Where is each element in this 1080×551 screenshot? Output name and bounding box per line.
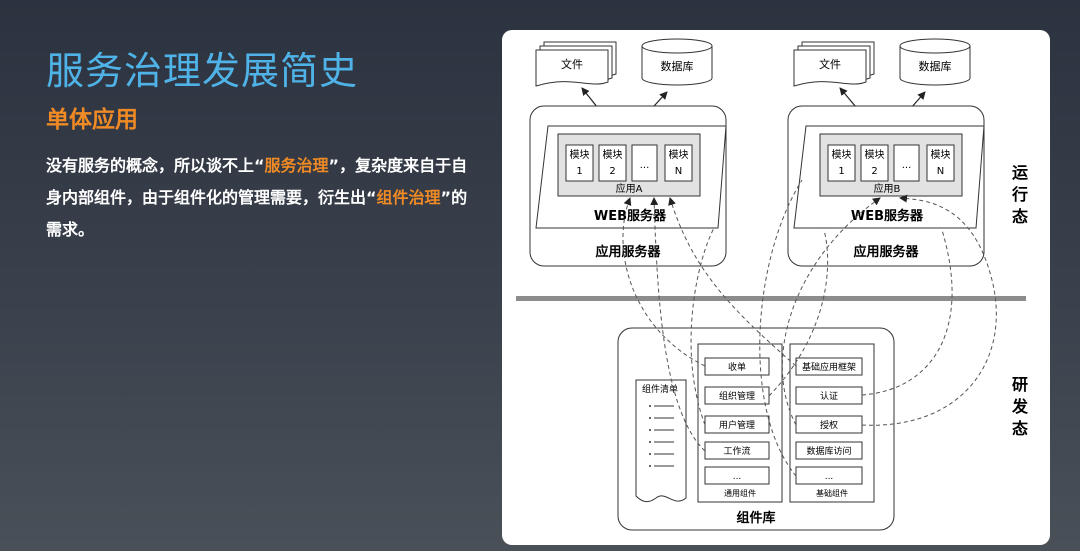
dep-arrow-5	[781, 197, 881, 426]
dep-arrow-2	[650, 197, 706, 452]
dependency-arrows	[622, 179, 997, 477]
svg-text:用户管理: 用户管理	[719, 419, 755, 431]
body-text-2: ”，复杂度来自于自身内部组件，由于组件化的管理需要，衍生出“	[46, 156, 468, 207]
base-item-3: 数据库访问	[795, 441, 863, 460]
db-label-a: 数据库	[661, 59, 694, 73]
common-item-3: 工作流	[704, 441, 770, 460]
db-label-b: 数据库	[919, 59, 952, 73]
svg-text:...: ...	[825, 472, 834, 482]
svg-text:收单: 收单	[728, 361, 746, 373]
svg-text:...: ...	[902, 160, 912, 171]
dep-arrow-6	[759, 179, 803, 477]
svg-text:模块: 模块	[931, 149, 951, 161]
runtime-state-label: 运 行 态	[1011, 163, 1028, 226]
server-a: 文件 数据库 模块 1 模块 2 ... 模块 N	[529, 38, 727, 267]
file-label-a: 文件	[561, 57, 583, 71]
svg-text:数据库访问: 数据库访问	[806, 445, 851, 457]
base-item-0: 基础应用框架	[795, 357, 863, 376]
web-server-label-b: WEB服务器	[851, 208, 924, 224]
svg-text:...: ...	[733, 472, 742, 482]
slide-subtitle: 单体应用	[46, 107, 138, 133]
svg-text:态: 态	[1012, 207, 1028, 226]
module-a-n: 模块 N	[664, 144, 693, 182]
database-a	[641, 38, 713, 86]
svg-text:模块: 模块	[832, 149, 852, 161]
body-text-3: ”的需求。	[46, 188, 468, 239]
slide-title: 服务治理发展简史	[46, 49, 359, 93]
dep-arrow-8	[861, 194, 997, 426]
app-server-label-b: 应用服务器	[853, 244, 919, 260]
base-components-label: 基础组件	[816, 488, 848, 498]
dep-arrow-1	[622, 197, 706, 367]
dep-arrow-7	[861, 229, 953, 396]
svg-text:...: ...	[640, 160, 650, 171]
svg-text:1: 1	[838, 166, 844, 177]
file-stack-a	[535, 41, 617, 87]
file-stack-b	[793, 41, 875, 87]
architecture-diagram-panel: 文件 数据库 模块 1 模块 2 ... 模块 N	[502, 30, 1050, 545]
svg-text:工作流: 工作流	[723, 445, 750, 457]
svg-text:2: 2	[609, 166, 615, 177]
svg-text:模块: 模块	[669, 149, 689, 161]
svg-text:2: 2	[871, 166, 877, 177]
svg-text:运: 运	[1012, 163, 1028, 182]
svg-text:基础应用框架: 基础应用框架	[802, 361, 856, 373]
app-label-b: 应用B	[874, 182, 901, 195]
common-item-1: 组织管理	[704, 386, 770, 405]
component-checklist: 组件清单	[635, 379, 687, 503]
component-library-label: 组件库	[736, 510, 775, 526]
runtime-devtime-divider	[516, 296, 1026, 301]
app-label-a: 应用A	[616, 182, 643, 195]
svg-text:认证: 认证	[820, 390, 838, 402]
app-server-label-a: 应用服务器	[595, 244, 661, 260]
devtime-state-label: 研 发 态	[1011, 375, 1029, 438]
file-label-b: 文件	[819, 57, 841, 71]
body-highlight-2: 组件治理	[376, 188, 441, 207]
module-a-1: 模块 1	[565, 144, 594, 182]
svg-text:态: 态	[1012, 419, 1028, 438]
common-item-4: ...	[704, 466, 770, 485]
common-components-label: 通用组件	[724, 488, 756, 498]
common-item-0: 收单	[704, 357, 770, 376]
module-b-1: 模块 1	[827, 144, 856, 182]
base-item-1: 认证	[795, 386, 863, 405]
svg-text:模块: 模块	[570, 149, 590, 161]
dep-arrow-9	[768, 229, 829, 397]
checklist-label: 组件清单	[642, 383, 678, 395]
web-server-label-a: WEB服务器	[594, 208, 667, 224]
body-highlight-1: 服务治理	[264, 156, 329, 175]
architecture-diagram: 文件 数据库 模块 1 模块 2 ... 模块 N	[516, 38, 1029, 531]
svg-text:研: 研	[1012, 375, 1028, 394]
svg-text:发: 发	[1011, 397, 1029, 416]
base-components: 基础应用框架 认证 授权 数据库访问 ... 基础组件	[789, 343, 875, 503]
svg-text:授权: 授权	[820, 419, 838, 431]
slide-body: 没有服务的概念，所以谈不上“服务治理”，复杂度来自于自身内部组件，由于组件化的管…	[46, 150, 476, 246]
module-b-n: 模块 N	[926, 144, 955, 182]
svg-text:组织管理: 组织管理	[719, 390, 755, 402]
svg-text:模块: 模块	[865, 149, 885, 161]
base-item-2: 授权	[795, 415, 863, 434]
dep-arrow-4	[668, 197, 797, 367]
dep-arrow-3	[690, 227, 715, 426]
module-a-2: 模块 2	[598, 144, 627, 182]
svg-text:行: 行	[1011, 185, 1028, 204]
svg-text:N: N	[675, 166, 682, 177]
svg-text:1: 1	[576, 166, 582, 177]
module-b-ellipsis: ...	[893, 144, 920, 182]
module-a-ellipsis: ...	[631, 144, 658, 182]
common-components: 收单 组织管理 用户管理 工作流 ... 通用组件	[697, 343, 783, 503]
server-b: 文件 数据库 模块 1 模块 2 ... 模块 N 应用B	[787, 38, 985, 267]
svg-text:模块: 模块	[603, 149, 623, 161]
module-b-2: 模块 2	[860, 144, 889, 182]
svg-text:N: N	[937, 166, 944, 177]
body-text-1: 没有服务的概念，所以谈不上“	[46, 156, 265, 175]
database-b	[899, 38, 971, 86]
base-item-4: ...	[795, 466, 863, 485]
component-library: 组件库 组件清单 收单	[617, 327, 895, 531]
common-item-2: 用户管理	[704, 415, 770, 434]
